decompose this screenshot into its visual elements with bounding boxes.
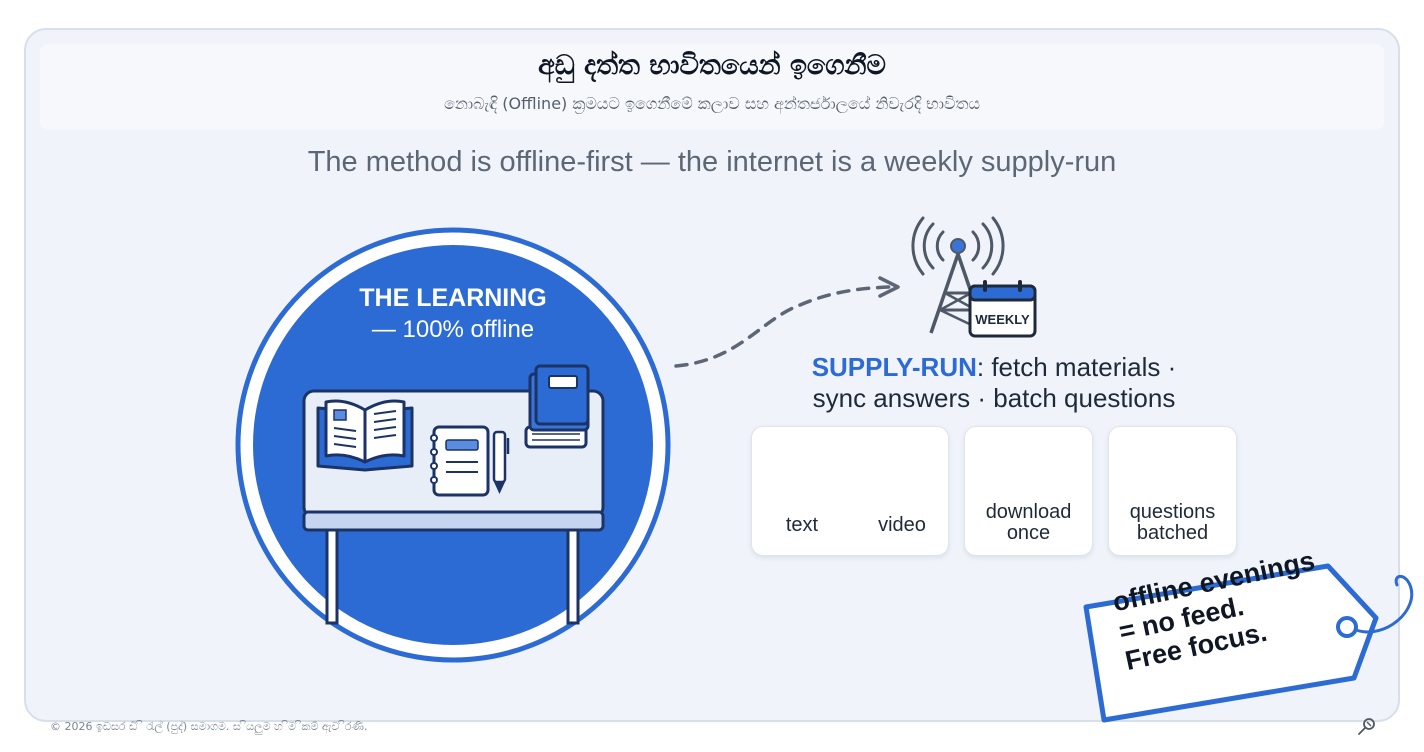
download-once-card	[964, 426, 1093, 556]
footer-copyright: © 2026 ඉඩසර ඩි ි රැල් (පුද්) සමාගම. ස ිය…	[50, 720, 368, 733]
calendar-icon: WEEKLY	[968, 280, 1037, 338]
antenna-tower-icon	[911, 216, 1005, 334]
text-vs-video-card	[751, 426, 949, 556]
pin-icon[interactable]	[1356, 716, 1378, 738]
notebook-icon	[430, 425, 490, 497]
download-line1: download	[985, 501, 1072, 523]
page-subtitle: නොබැඳි (Offline) ක්‍රමයට ඉගෙනීමේ කලාව සහ…	[444, 94, 980, 113]
learning-subtitle: — 100% offline	[371, 316, 535, 343]
book-stack-icon	[524, 364, 590, 449]
supply-run-description: SUPPLY-RUN: fetch materials · sync answe…	[744, 352, 1244, 414]
supply-run-line1: : fetch materials ·	[976, 352, 1177, 382]
questions-batched-label: questions batched	[1108, 502, 1237, 544]
learning-title: THE LEARNING	[359, 284, 547, 312]
text-label: text	[785, 514, 819, 536]
download-line2: once	[1006, 522, 1051, 544]
calendar-label: WEEKLY	[975, 312, 1030, 327]
supply-run-line2: sync answers · batch questions	[812, 383, 1176, 413]
open-book-icon	[316, 399, 414, 472]
questions-line2: batched	[1136, 522, 1209, 544]
header-band	[40, 44, 1384, 130]
price-tag	[1083, 563, 1414, 723]
questions-batched-card	[1108, 426, 1237, 556]
tagline: The method is offline-first — the intern…	[307, 146, 1117, 178]
video-label: video	[878, 514, 926, 536]
download-once-label: download once	[964, 502, 1093, 544]
page-title: අඩු දත්ත භාවිතයෙන් ඉගෙනීම	[538, 50, 886, 81]
supply-run-highlight: SUPPLY-RUN	[811, 352, 977, 382]
pen-icon	[492, 430, 510, 494]
questions-line1: questions	[1129, 501, 1216, 523]
dashed-arrow	[674, 276, 900, 368]
